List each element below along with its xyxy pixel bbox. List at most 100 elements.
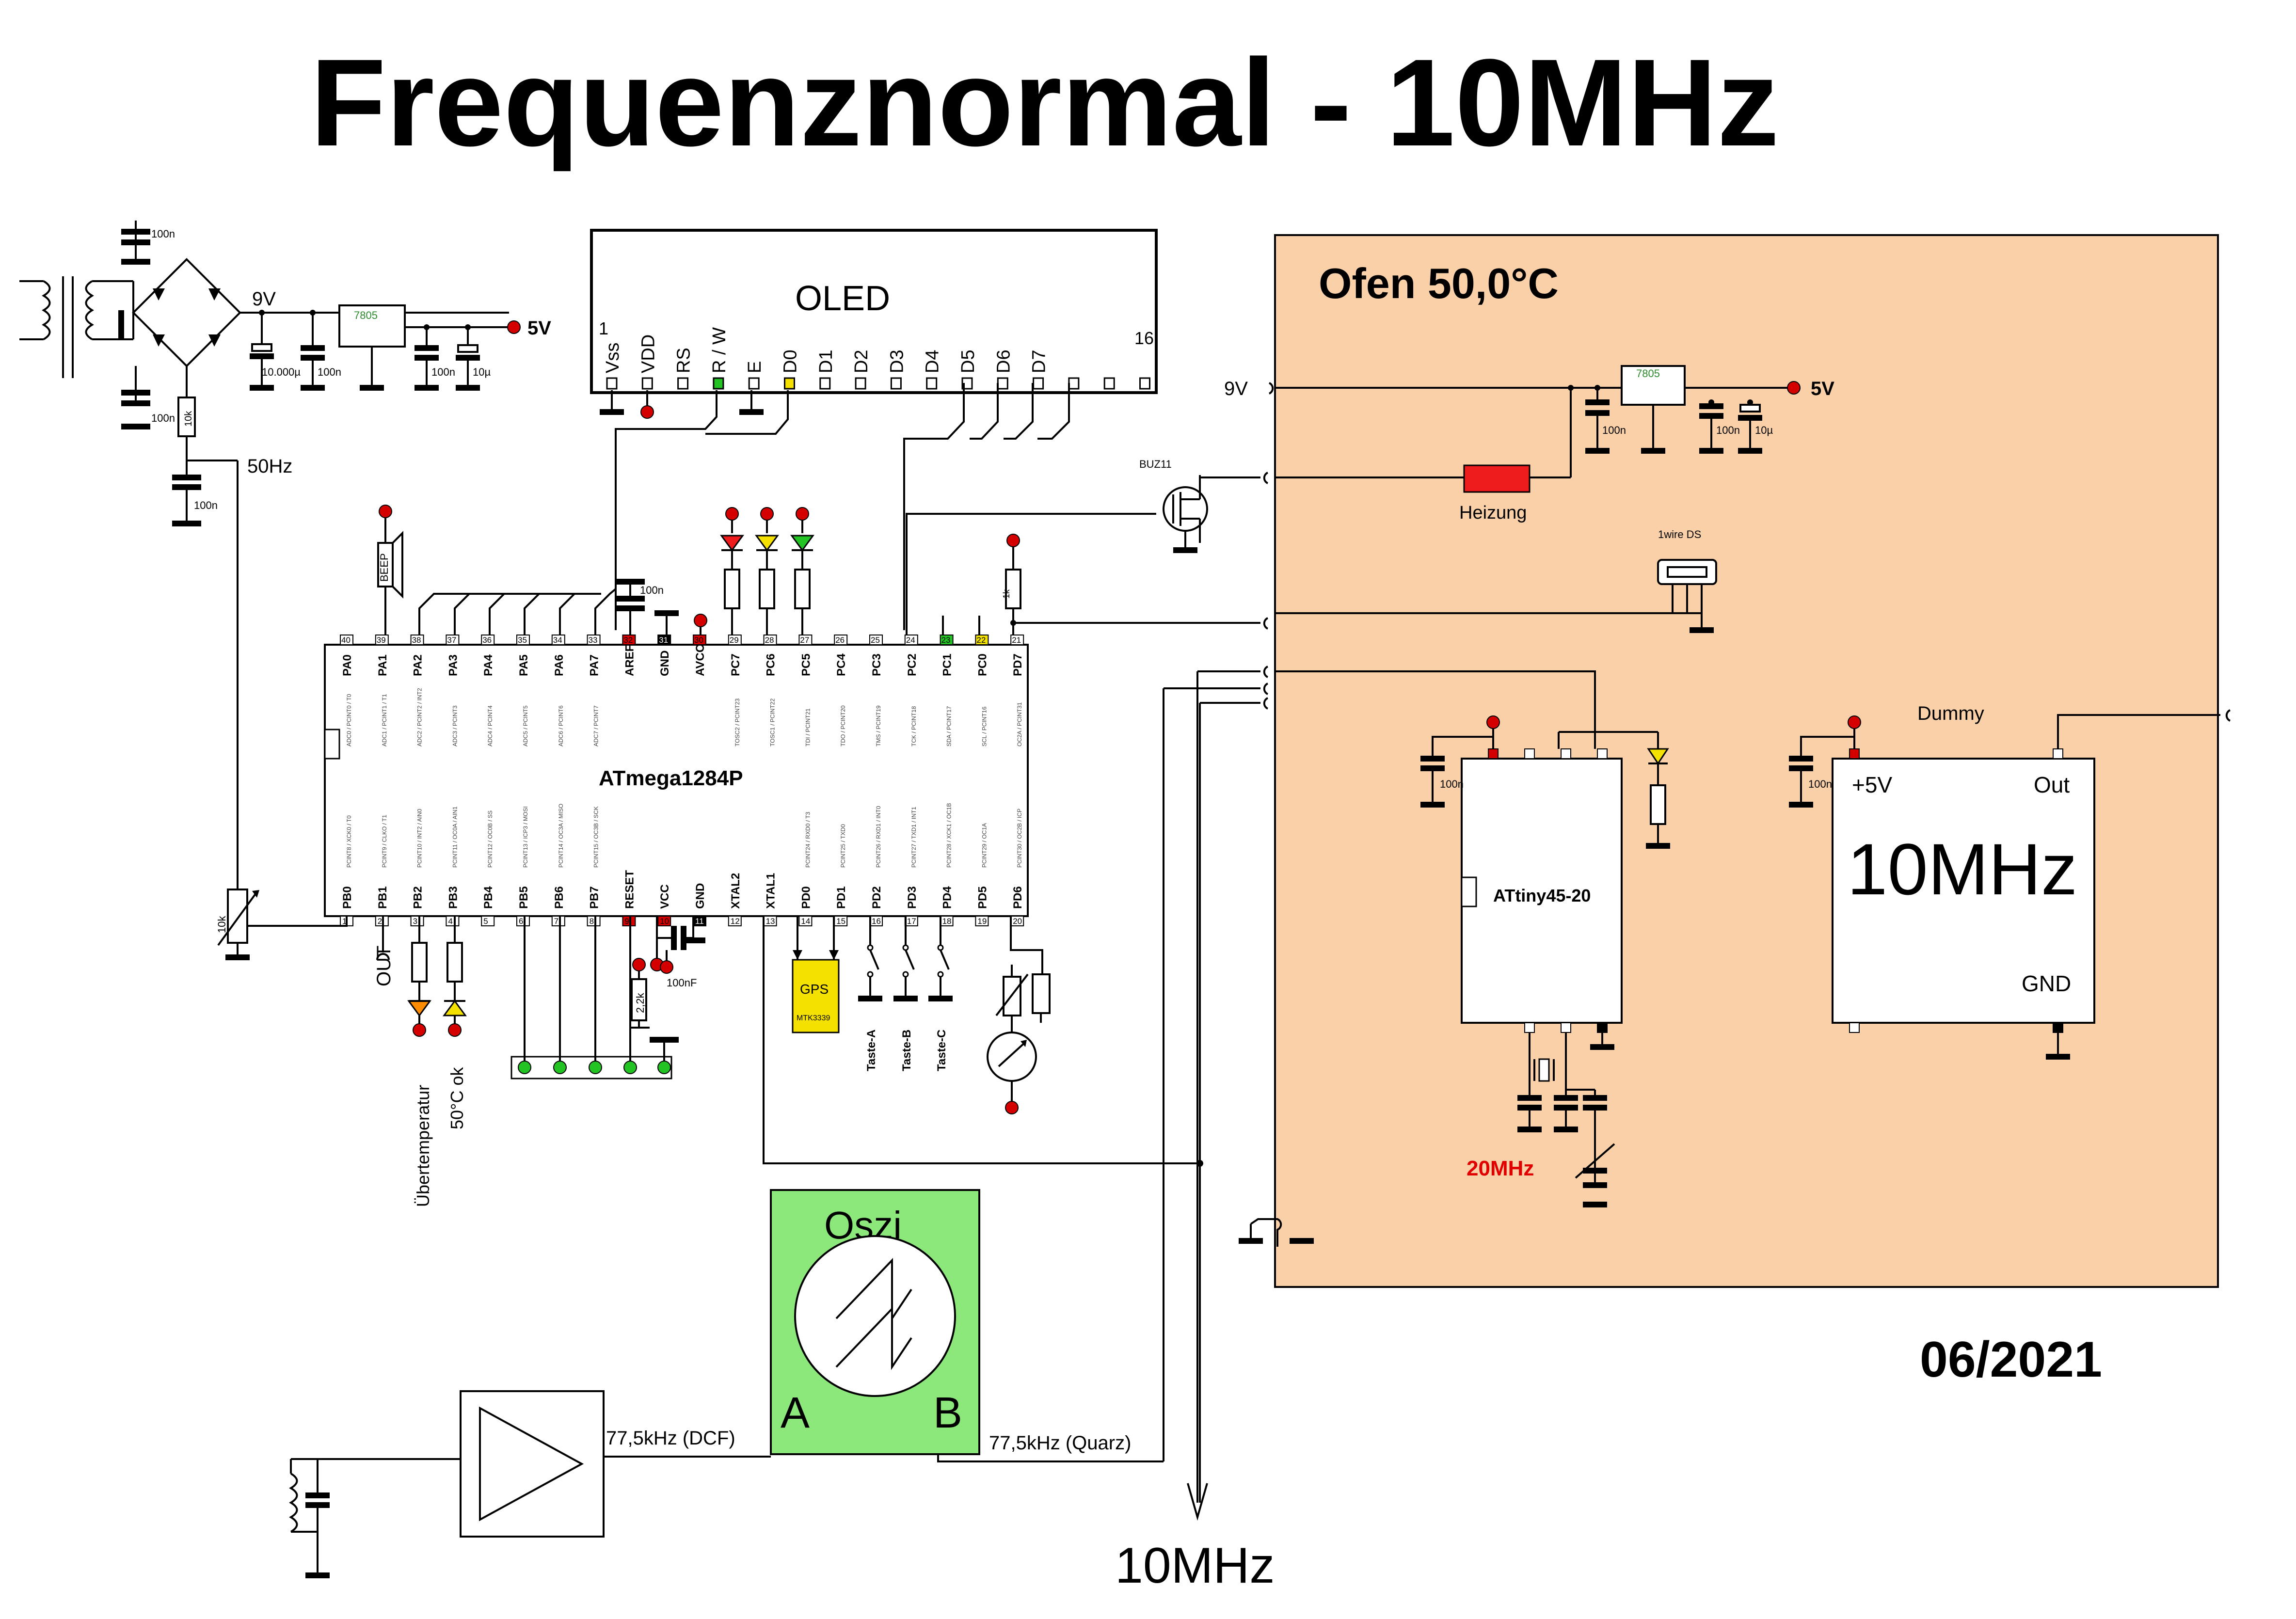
oled-pin	[819, 377, 831, 390]
oled-pin-label: D2	[851, 349, 872, 373]
mcu-pin-number: 39	[377, 635, 386, 645]
mcu-pin-number: 31	[659, 635, 668, 645]
mcu-pin-label: PA5	[517, 654, 530, 676]
oled-pin-label: D6	[993, 349, 1014, 373]
oled-pin	[1033, 377, 1044, 390]
led-icon	[790, 507, 814, 635]
mcu-pin-alt: PCINT11 / OC0A / AIN1	[451, 806, 458, 868]
mcu-pin	[481, 635, 495, 645]
mcu-pin-label: GND	[658, 651, 671, 676]
mcu-pin	[728, 916, 742, 926]
mcu-pin-alt: TOSC2 / PCINT23	[734, 698, 741, 746]
page-title: Frequenznormal - 10MHz	[310, 33, 1779, 172]
r-10k-pot: 10k	[216, 916, 228, 933]
mcu-pin-alt: PCINT14 / OC3A / MISO	[558, 804, 564, 868]
mcu-pin	[410, 916, 424, 926]
mcu-pin-alt: ADC6 / PCINT6	[558, 705, 564, 746]
mcu-pin-number: 38	[412, 635, 421, 645]
crystal-icon	[1533, 1058, 1555, 1082]
oled-pin	[784, 377, 795, 390]
oled-pin	[855, 377, 866, 390]
mcu-pin	[622, 635, 636, 645]
mcu-pin-number: 6	[519, 917, 523, 926]
oled-pin-label: RS	[674, 348, 694, 373]
mcu-pin	[940, 635, 954, 645]
beep-label: BEEP	[378, 553, 390, 582]
mcu-pin	[657, 635, 671, 645]
osc-c: 100n	[1808, 778, 1832, 790]
mcu-pin-alt: TDI / PCINT21	[804, 708, 811, 746]
mcu-pin-number: 9	[624, 917, 629, 926]
scope-b-label: 77,5kHz (Quarz)	[989, 1432, 1131, 1454]
mcu-pin-alt: PCINT27 / TXD1 / INT1	[910, 807, 917, 868]
mcu-pin-number: 10	[660, 917, 669, 926]
led-icon	[755, 507, 779, 635]
mcu-pin	[975, 635, 989, 645]
mcu-pin-alt: PCINT25 / TXD0	[840, 824, 846, 868]
gps-label: GPS	[800, 982, 829, 997]
mcu-pin-label: PB5	[517, 886, 530, 909]
mcu-pin-label: PD4	[941, 886, 954, 909]
oled-pin-label: VDD	[638, 334, 658, 373]
osc-freq: 10MHz	[1847, 828, 2077, 910]
mcu-pin-label: RESET	[623, 870, 636, 909]
mcu-pin	[622, 916, 636, 926]
mcu-pin	[375, 916, 389, 926]
mcu-pin	[657, 916, 671, 926]
bridge-rectifier-icon	[112, 258, 241, 367]
mcu-pin-label: XTAL2	[729, 873, 742, 909]
mcu-pin	[551, 635, 565, 645]
mcu-pin-alt: TDO / PCINT20	[840, 705, 846, 746]
oled-pin	[926, 377, 938, 390]
mcu-pin-number: 22	[976, 635, 986, 645]
mcu-pin	[587, 916, 601, 926]
scope-ch-b: B	[933, 1389, 962, 1437]
mcu-pin-alt: ADC4 / PCINT4	[487, 705, 494, 746]
oven-internals: 9V 100n 7805 100n 10µ 5V Heizung	[1224, 365, 2231, 1247]
oven-regulator: 7805	[1636, 367, 1660, 380]
mcu-pin-label: VCC	[658, 884, 671, 909]
mcu-pin	[481, 916, 495, 926]
oled-pin	[1068, 377, 1080, 390]
switch-icon	[858, 916, 882, 1001]
mcu-pin-number: 36	[482, 635, 492, 645]
mcu-pin-number: 25	[871, 635, 880, 645]
power-supply: 100n 100n 9V 10.000µ 100n 7805 100n	[19, 221, 551, 889]
mcu-pin-alt: ADC0 / PCINT0 / T0	[346, 694, 352, 746]
mcu-pin-label: PB6	[553, 886, 566, 909]
mcu-pin-number: 11	[695, 917, 704, 926]
mcu-pin-alt: PCINT8 / XCK0 / T0	[346, 815, 352, 868]
mcu-pin-number: 8	[590, 917, 594, 926]
oled-pin-first: 1	[599, 318, 608, 338]
mcu-pin	[904, 635, 918, 645]
scope-a-label: 77,5kHz (DCF)	[606, 1428, 735, 1449]
date-label: 06/2021	[1920, 1332, 2102, 1388]
mcu-pin-alt: SCL / PCINT16	[981, 706, 988, 746]
led-ok-label: 50°C ok	[447, 1067, 467, 1129]
mcu-pin-number: 37	[447, 635, 456, 645]
c-elko: 10.000µ	[262, 366, 301, 378]
mcu-pin-alt: TCK / PCINT18	[910, 706, 917, 746]
mcu-pin-label: PB7	[588, 886, 601, 909]
oven-5v: 5V	[1811, 378, 1834, 399]
oled-pin-label: D1	[816, 349, 836, 373]
heater	[1463, 464, 1531, 493]
mcu-pin-label: XTAL1	[765, 873, 778, 909]
c-ac-bottom: 100n	[151, 412, 175, 424]
oled-title: OLED	[795, 279, 890, 318]
mcu-pin-number: 5	[483, 917, 488, 926]
mcu-pin-label: PA1	[376, 654, 389, 676]
attiny-c: 100n	[1440, 778, 1464, 790]
mcu-pin-alt: ADC2 / PCINT2 / INT2	[416, 688, 423, 746]
mcu-pin-number: 29	[730, 635, 739, 645]
mcu-pin-label: PB0	[341, 886, 354, 909]
oled-pin-label: D4	[923, 349, 943, 373]
oled-pin	[997, 377, 1008, 390]
c-aref: 100n	[640, 584, 664, 596]
mcu-pin-number: 12	[731, 917, 740, 926]
oled-pin-label: R / W	[709, 327, 730, 373]
mcu-pin-number: 30	[694, 635, 703, 645]
oven-c1: 100n	[1602, 424, 1626, 436]
mcu-pin-label: PC4	[835, 653, 848, 676]
mcu-pin-alt: PCINT15 / OC3B / SCK	[593, 806, 600, 868]
